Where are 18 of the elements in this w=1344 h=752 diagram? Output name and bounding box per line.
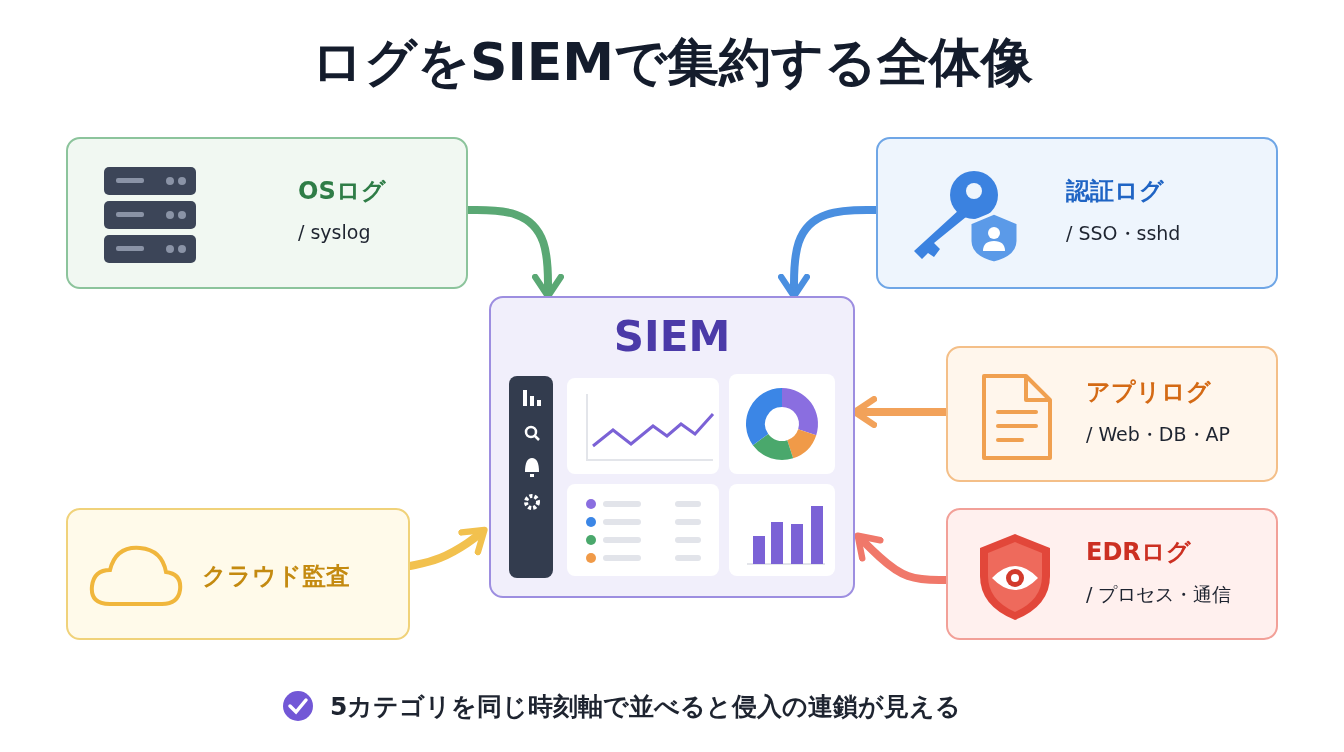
card-title: クラウド監査 (202, 561, 350, 592)
card-title: EDRログ (1086, 537, 1191, 568)
source-card (66, 137, 468, 289)
source-card (946, 508, 1278, 640)
source-card (876, 137, 1278, 289)
source-card (66, 508, 410, 640)
title: ログをSIEMで集約する全体像 (309, 31, 1035, 94)
card-subtitle: / プロセス・通信 (1086, 582, 1232, 607)
dashboard-panel (489, 296, 855, 598)
card-title: SIEM (612, 312, 732, 361)
source-card (946, 346, 1278, 482)
card-title: 認証ログ (1066, 176, 1164, 207)
card-title: アプリログ (1086, 377, 1211, 408)
caption: 5カテゴリを同じ時刻軸で並べると侵入の連鎖が見える (330, 691, 962, 723)
card-subtitle: / Web・DB・AP (1086, 422, 1230, 447)
card-subtitle: / SSO・sshd (1066, 221, 1181, 246)
card-subtitle: / syslog (298, 221, 371, 243)
card-title: OSログ (298, 176, 386, 207)
